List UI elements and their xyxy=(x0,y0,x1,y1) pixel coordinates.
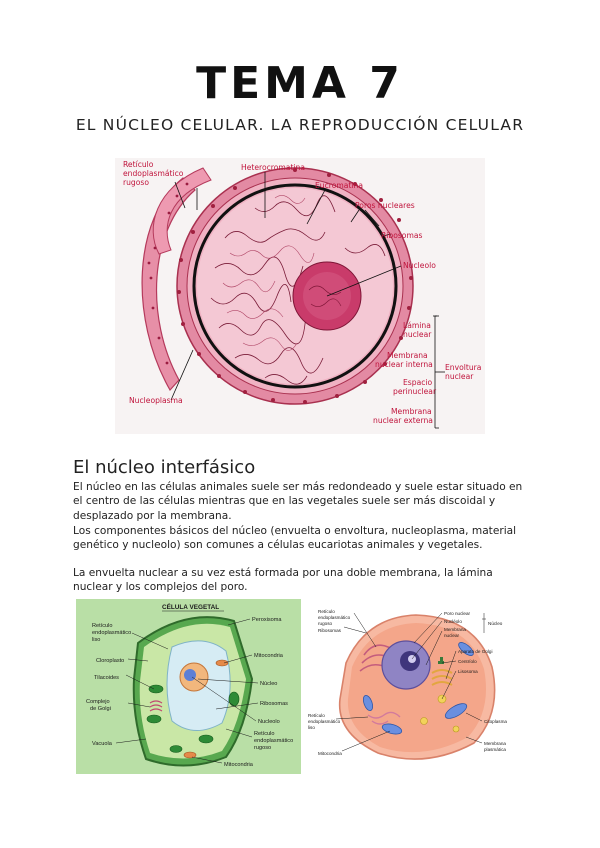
animal-label-ser-1: Retículo xyxy=(308,713,325,718)
plant-label-ribosomes: Ribosomas xyxy=(260,701,288,707)
section-heading: El núcleo interfásico xyxy=(73,457,256,478)
paragraph-1: El núcleo en las células animales suele … xyxy=(73,481,523,522)
animal-label-ser-3: liso xyxy=(308,725,315,730)
label-inner-1: Membrana xyxy=(387,351,428,360)
plant-label-rer-rough-1: Retículo xyxy=(254,731,275,737)
label-outer-2: nuclear externa xyxy=(373,416,433,425)
animal-label-rer-3: rugoso xyxy=(318,621,332,626)
plant-label-tilacoides: Tilacoides xyxy=(94,675,119,681)
animal-label-centriole: Centríolo xyxy=(458,659,477,664)
label-lamina-1: Lámina xyxy=(403,321,431,330)
label-envelope-2: nuclear xyxy=(445,372,474,381)
animal-label-nucleus: Núcleo xyxy=(488,621,503,626)
label-nucleolus: Nucleolo xyxy=(403,261,436,270)
animal-label-nucleolus: Nucléolo xyxy=(444,619,462,624)
plant-label-rer-rough-2: endoplasmático xyxy=(254,738,293,744)
animal-label-membrane-2: nuclear xyxy=(444,633,460,638)
animal-label-ser-2: endoplasmático xyxy=(308,719,341,724)
animal-label-golgi: Aparato de Golgi xyxy=(458,649,492,654)
page-subtitle: EL NÚCLEO CELULAR. LA REPRODUCCIÓN CELUL… xyxy=(75,116,525,134)
label-rer-1: Retículo xyxy=(123,160,154,169)
paragraph-3: La envuelta nuclear a su vez está formad… xyxy=(73,567,493,594)
animal-label-plasma-1: Membrana xyxy=(484,741,506,746)
plant-label-rer-1: Retículo xyxy=(92,623,113,629)
plant-label-nucleolus: Nucleolo xyxy=(258,719,280,725)
plant-label-nucleus: Núcleo xyxy=(260,681,277,687)
animal-label-rer-1: Retículo xyxy=(318,609,335,614)
nucleus-diagram: Retículo endoplasmático rugoso Heterocro… xyxy=(115,158,485,434)
paragraph-2: Los componentes básicos del núcleo (envu… xyxy=(73,525,517,552)
plant-cell-title: CÉLULA VEGETAL xyxy=(162,602,219,611)
animal-label-cytoplasm: Citoplasma xyxy=(484,719,507,724)
page-title: TEMA 7 xyxy=(196,58,404,109)
animal-label-pore: Poro nuclear xyxy=(444,611,471,616)
label-rer-2: endoplasmático xyxy=(123,169,184,178)
label-euchromatin: Eucromatina xyxy=(315,181,363,190)
plant-label-peroxisome: Peroxisoma xyxy=(252,617,282,623)
plant-label-rer-3: liso xyxy=(92,637,100,643)
label-envelope-1: Envoltura xyxy=(445,363,481,372)
animal-label-plasma-2: plasmática xyxy=(484,747,506,752)
plant-label-golgi-1: Complejo xyxy=(86,699,110,705)
plant-label-golgi-2: de Golgi xyxy=(90,706,111,712)
label-nucleoplasm: Nucleoplasma xyxy=(129,396,183,405)
plant-label-vacuole: Vacuola xyxy=(92,741,113,747)
label-outer-1: Membrana xyxy=(391,407,432,416)
plant-cell-diagram: CÉLULA VEGETAL Retículo endoplasmático xyxy=(76,599,301,774)
label-rer-3: rugoso xyxy=(123,178,149,187)
animal-label-ribosomes: Ribosomas xyxy=(318,628,342,633)
label-space-2: perinuclear xyxy=(393,387,437,396)
plant-label-rer-rough-3: rugoso xyxy=(254,745,271,751)
animal-label-rer-2: endoplasmático xyxy=(318,615,351,620)
label-space-1: Espacio xyxy=(403,378,433,387)
plant-label-mito-bottom: Mitocondria xyxy=(224,762,254,768)
label-ribosomes: Ribosomas xyxy=(381,231,423,240)
animal-label-lysosome: Lisosoma xyxy=(458,669,478,674)
label-inner-2: nuclear interna xyxy=(375,360,433,369)
plant-label-mitochondria: Mitocondria xyxy=(254,653,284,659)
label-pores: Poros nucleares xyxy=(355,201,415,210)
animal-cell-diagram: Retículo endoplasmático rugoso Ribosomas… xyxy=(306,603,528,771)
plant-label-chloroplast: Cloroplasto xyxy=(96,658,124,664)
animal-label-membrane-1: Membrana xyxy=(444,627,466,632)
label-heterochromatin: Heterocromatina xyxy=(241,163,305,172)
animal-label-mitochondria: Mitocondria xyxy=(318,751,342,756)
plant-label-rer-2: endoplasmático xyxy=(92,630,131,636)
label-lamina-2: nuclear xyxy=(403,330,432,339)
